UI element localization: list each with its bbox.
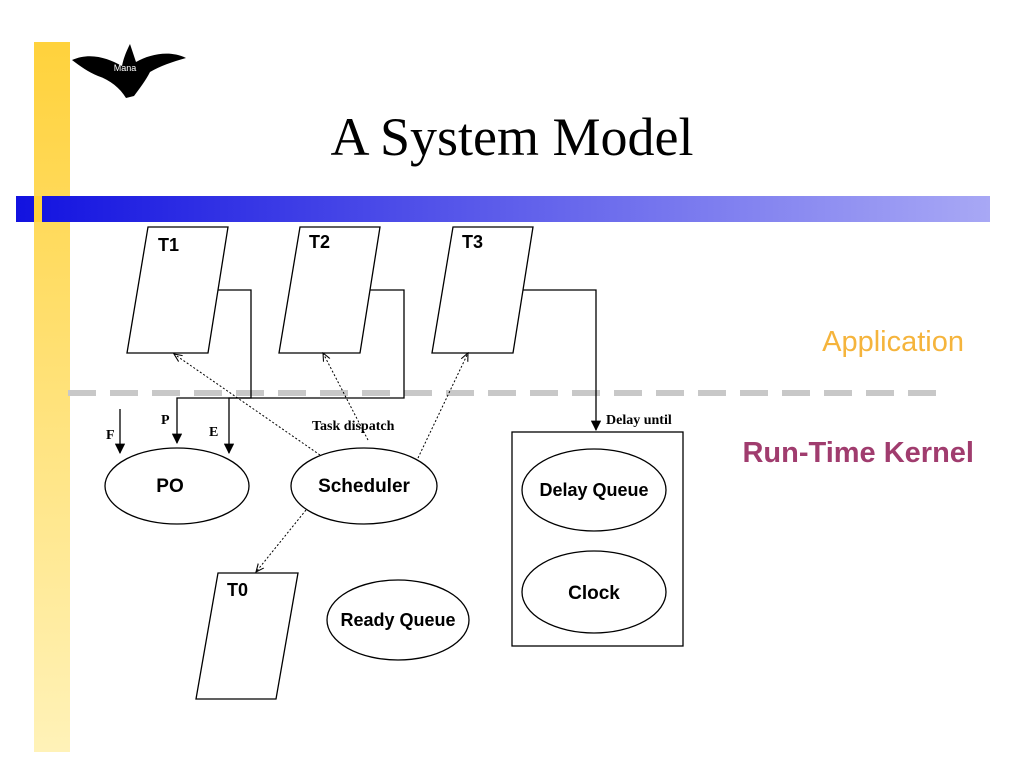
scheduler-label: Scheduler [318,476,410,497]
task-t2: T2 [278,226,381,354]
t3-to-delay-line [523,289,602,432]
delay-queue-label: Delay Queue [539,480,648,500]
po-node: PO [104,447,250,525]
scheduler-node: Scheduler [290,447,438,525]
task-t3: T3 [431,226,534,354]
kernel-layer-label: Run-Time Kernel [742,437,974,469]
delay-queue-node: Delay Queue [521,448,667,532]
logo-text: Mana [114,63,137,73]
task-t1: T1 [126,226,229,354]
dispatch-to-t3 [417,353,468,459]
dispatch-to-t0 [256,509,307,572]
label-f: F [106,428,115,443]
task-t2-label: T2 [309,232,330,252]
label-delay-until: Delay until [606,413,672,428]
blue-title-bar [16,196,990,222]
ready-queue-node: Ready Queue [326,579,470,661]
label-p: P [161,413,170,428]
task-t0: T0 [195,572,299,700]
po-label: PO [156,476,183,497]
label-task-dispatch: Task dispatch [312,419,395,434]
bird-icon [72,44,186,98]
label-e: E [209,425,218,440]
yellow-bar-overlap [34,196,42,222]
yellow-side-bar [34,42,70,752]
task-t0-label: T0 [227,580,248,600]
clock-node: Clock [521,550,667,634]
dispatch-to-t2 [323,353,369,441]
slide-title: A System Model [330,107,693,167]
clock-label: Clock [568,583,620,604]
application-layer-label: Application [822,326,964,358]
dispatch-to-t1 [174,354,321,456]
ready-queue-label: Ready Queue [340,610,455,630]
t2-to-po-p-line [171,289,405,445]
task-t1-label: T1 [158,235,179,255]
t1-to-po-e-line [218,289,252,455]
mana-logo: Mana [72,44,186,98]
task-t3-label: T3 [462,232,483,252]
